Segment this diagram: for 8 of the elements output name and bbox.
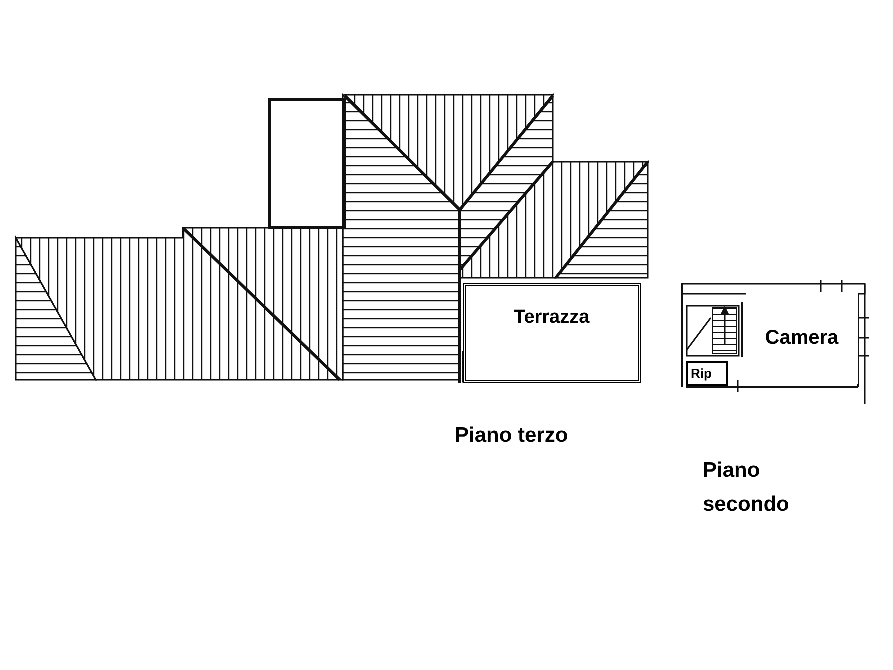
terrace-area xyxy=(463,283,641,383)
storage-room xyxy=(686,361,728,386)
room-label: Terrazza xyxy=(514,307,590,328)
floor-label: Piano terzo xyxy=(455,423,570,449)
room-area xyxy=(746,292,858,384)
room-label: Rip xyxy=(691,364,712,383)
room-label: Camera xyxy=(765,326,839,351)
floor-label: Piano secondo xyxy=(703,458,790,518)
